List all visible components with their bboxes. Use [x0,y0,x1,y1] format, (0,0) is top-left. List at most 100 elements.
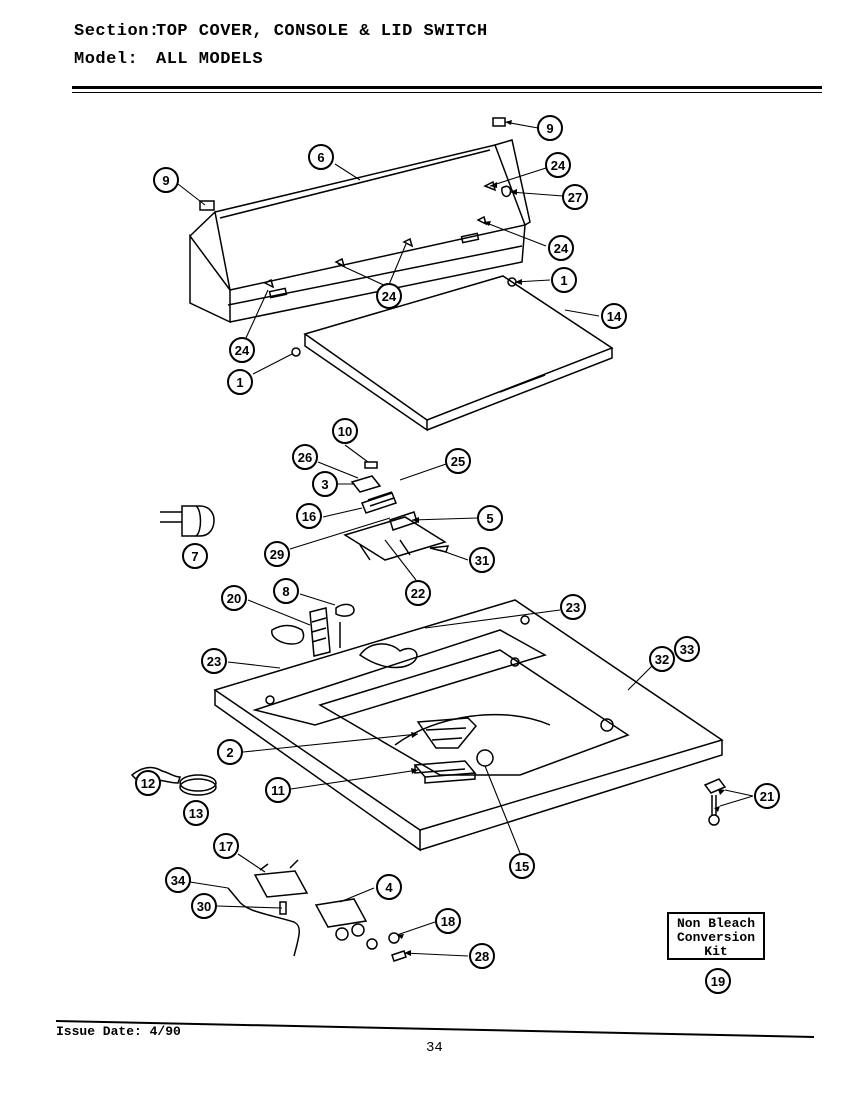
callout-11: 11 [265,777,291,803]
page-number: 34 [426,1040,443,1056]
callout-28: 28 [469,943,495,969]
callout-21: 21 [754,783,780,809]
svg-text:6: 6 [317,150,324,165]
svg-text:3: 3 [321,477,328,492]
leader-lines [177,121,754,957]
callout-23-right: 23 [560,594,586,620]
callout-33: 33 [674,636,700,662]
callout-6: 6 [308,144,334,170]
svg-text:30: 30 [197,899,211,914]
svg-text:11: 11 [271,783,285,798]
svg-text:1: 1 [236,375,243,390]
callout-7: 7 [182,543,208,569]
svg-text:29: 29 [270,547,284,562]
callout-18: 18 [435,908,461,934]
svg-text:1: 1 [560,273,567,288]
svg-text:16: 16 [302,509,316,524]
callout-24-d: 24 [229,337,255,363]
callout-23-left: 23 [201,648,227,674]
svg-text:18: 18 [441,914,455,929]
lid-switch-assembly [343,461,450,561]
kit-line-3: Kit [704,944,728,959]
callout-1-left: 1 [227,369,253,395]
svg-text:24: 24 [382,289,397,304]
callout-24-a: 24 [545,152,571,178]
callout-25: 25 [445,448,471,474]
svg-text:34: 34 [171,873,186,888]
svg-text:25: 25 [451,454,465,469]
cord-and-bracket [271,603,355,657]
callout-9-top-right: 9 [537,115,563,141]
callout-3: 3 [312,471,338,497]
callout-13: 13 [183,800,209,826]
svg-text:32: 32 [655,652,669,667]
svg-text:12: 12 [141,776,155,791]
svg-text:15: 15 [515,859,529,874]
svg-text:23: 23 [566,600,580,615]
svg-text:24: 24 [235,343,250,358]
callout-12: 12 [135,770,161,796]
callout-30: 30 [191,893,217,919]
model-value: ALL MODELS [156,50,264,69]
callout-22: 22 [405,580,431,606]
svg-text:17: 17 [219,839,233,854]
callout-2: 2 [217,739,243,765]
console-part [189,139,531,324]
svg-text:21: 21 [760,789,774,804]
header-rule-bottom [72,92,822,93]
callout-32: 32 [649,646,675,672]
callout-8: 8 [273,578,299,604]
section-title: TOP COVER, CONSOLE & LID SWITCH [156,22,488,41]
callout-5: 5 [477,505,503,531]
callout-1-right: 1 [551,267,577,293]
callout-19: 19 [705,968,731,994]
callout-20: 20 [221,585,247,611]
svg-text:13: 13 [189,806,203,821]
svg-text:19: 19 [711,974,725,989]
bleach-dispenser-parts [413,717,494,784]
issue-date: Issue Date: 4/90 [56,1024,181,1039]
footer-rule [55,1020,815,1038]
svg-text:27: 27 [568,190,582,205]
callout-layer: 9 6 9 24 27 24 1 24 14 24 1 10 26 25 3 1… [135,115,780,994]
callout-31: 31 [469,547,495,573]
callout-24-c: 24 [376,283,402,309]
svg-text:2: 2 [226,745,233,760]
svg-text:9: 9 [162,173,169,188]
callout-17: 17 [213,833,239,859]
kit-line-1: Non Bleach [676,916,755,931]
svg-text:24: 24 [554,241,569,256]
callout-14: 14 [601,303,627,329]
model-label: Model: [74,50,139,69]
callout-16: 16 [296,503,322,529]
callout-24-b: 24 [548,235,574,261]
callout-10: 10 [332,418,358,444]
svg-text:8: 8 [282,584,289,599]
section-label: Section: [74,22,160,41]
callout-34: 34 [165,867,191,893]
svg-text:23: 23 [207,654,221,669]
svg-text:20: 20 [227,591,241,606]
svg-text:14: 14 [607,309,622,324]
svg-text:24: 24 [551,158,566,173]
power-cord-plug [160,505,215,537]
non-bleach-kit-box: Non Bleach Conversion Kit [667,912,765,960]
svg-text:4: 4 [385,880,393,895]
callout-27: 27 [562,184,588,210]
svg-text:22: 22 [411,586,425,601]
callout-15: 15 [509,853,535,879]
arrow-heads [397,120,725,956]
svg-text:31: 31 [475,553,489,568]
callout-29: 29 [264,541,290,567]
header-rule-top [72,86,822,89]
top-cover-part [213,599,724,852]
callout-26: 26 [292,444,318,470]
callout-9-left: 9 [153,167,179,193]
svg-text:7: 7 [191,549,198,564]
lid-switch-lower-parts [227,859,407,962]
lid-part [303,275,614,432]
model-line: Model: ALL MODELS [74,50,263,69]
svg-text:28: 28 [475,949,489,964]
kit-line-2: Conversion [676,930,755,945]
